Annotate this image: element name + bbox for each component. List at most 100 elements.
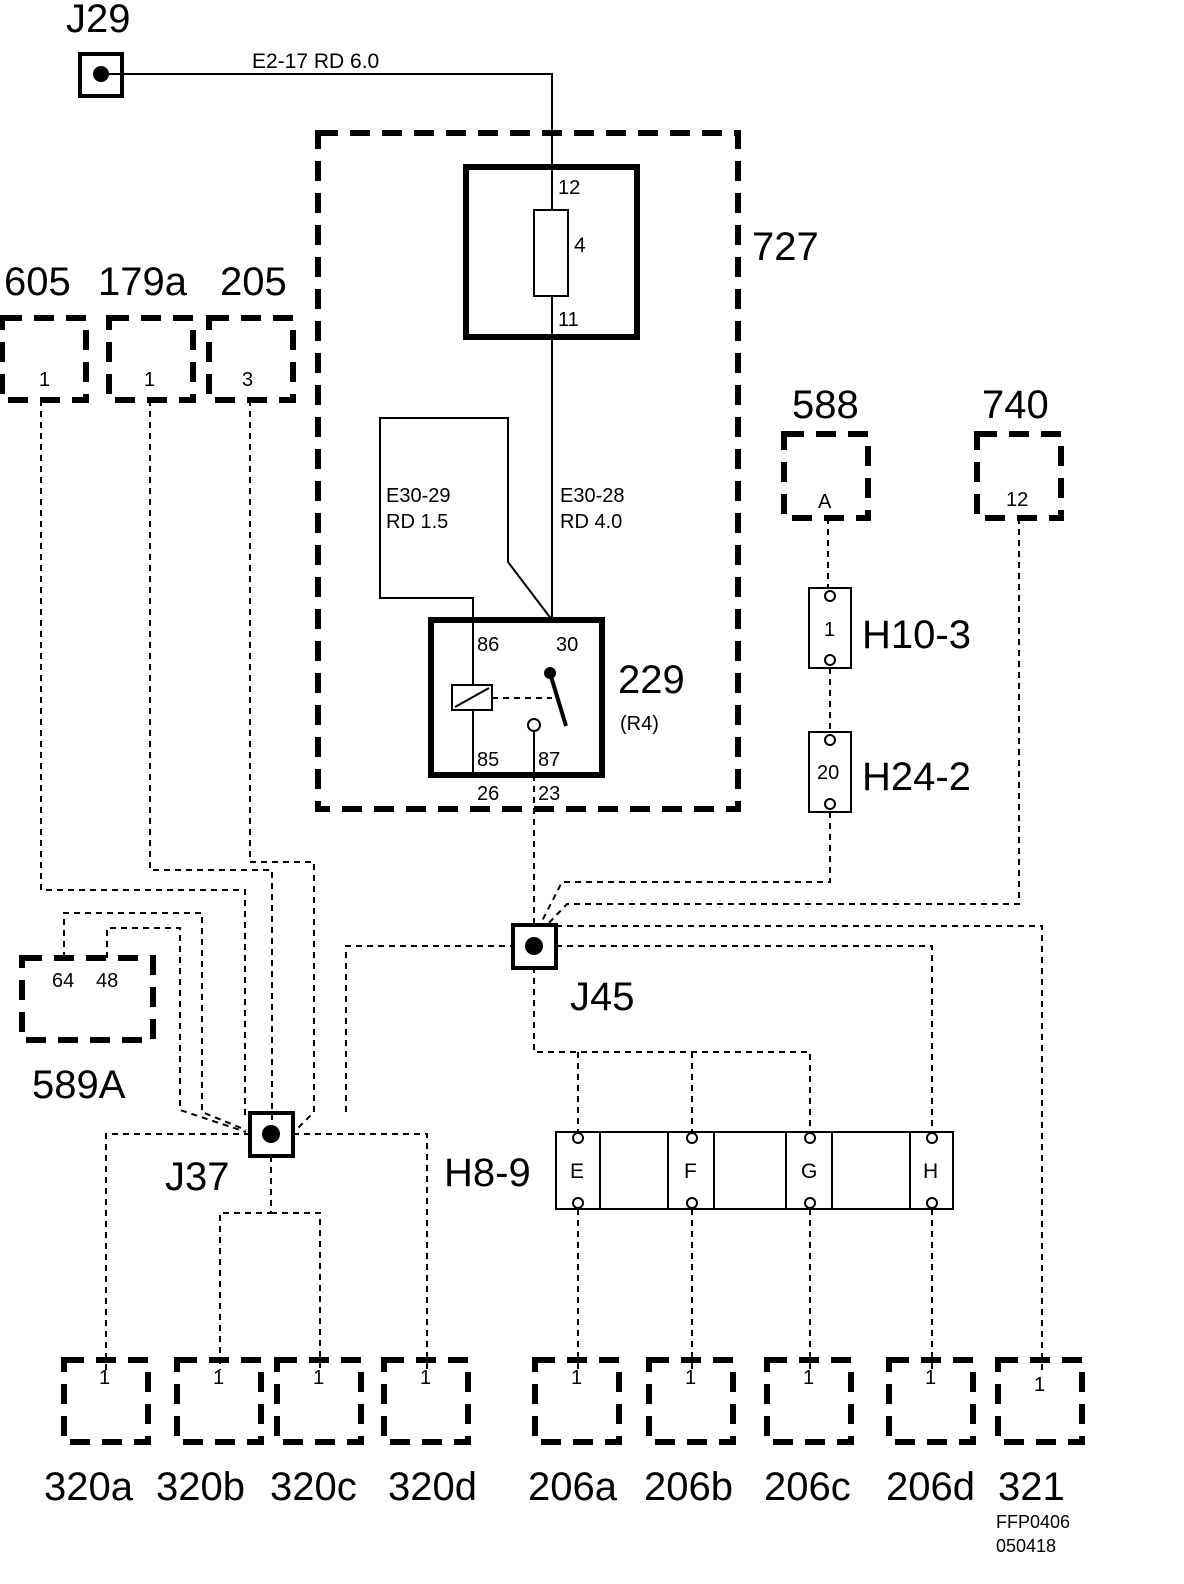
wire-j37-320d: [293, 1133, 428, 1370]
connector-320b: [174, 1357, 264, 1445]
h8-9-f-terminal-top: [686, 1132, 698, 1144]
wire-589a-48-j37: [106, 927, 247, 1133]
relay-switch-contact: [548, 672, 568, 727]
connector-205-pin: 3: [242, 369, 253, 391]
drawing-code: FFP0406: [996, 1512, 1070, 1532]
drawing-date: 050418: [996, 1536, 1056, 1556]
relay-229-sublabel: (R4): [620, 713, 659, 735]
wire-205-j37: [249, 400, 315, 1131]
connector-206c: [764, 1357, 854, 1445]
fuse-element: [533, 209, 569, 297]
module-727-box: [315, 130, 741, 812]
connector-320d-label: 320d: [388, 1465, 477, 1509]
connector-320c: [274, 1357, 364, 1445]
wire-h8-9-206: [577, 1209, 933, 1370]
h8-9-g-terminal-top: [804, 1132, 816, 1144]
h8-9-pin-g: G: [801, 1160, 817, 1183]
connector-179a-pin: 1: [144, 369, 155, 391]
connector-588: [781, 431, 871, 521]
wire-j45-j37: [345, 945, 514, 1112]
connector-588-label: 588: [792, 383, 859, 427]
j45-junction: [511, 923, 558, 970]
connector-205-label: 205: [220, 260, 287, 304]
relay-229-label: 229: [618, 658, 685, 702]
h8-9-e-terminal-top: [572, 1132, 584, 1144]
wire-e30-29-code: E30-29: [386, 485, 451, 507]
wire-740-j45: [546, 518, 1020, 926]
wire-e30-29: [379, 417, 553, 621]
connector-320a-label: 320a: [44, 1465, 134, 1509]
h10-3-terminal-top: [824, 590, 836, 602]
connector-605: [0, 315, 89, 403]
connector-206d: [886, 1357, 976, 1445]
connector-321-label: 321: [998, 1465, 1065, 1509]
wire-j37-320a: [105, 1133, 250, 1370]
relay-pin-26: 26: [477, 783, 499, 805]
wire-605-j37: [40, 400, 246, 1120]
connector-h10-3-label: H10-3: [862, 613, 971, 657]
connector-179a-label: 179a: [98, 260, 188, 304]
connector-h24-2-label: H24-2: [862, 755, 971, 799]
connector-321: [995, 1357, 1085, 1445]
h8-9-pin-f: F: [684, 1160, 697, 1183]
connector-605-pin: 1: [39, 369, 50, 391]
connector-320b-pin: 1: [213, 1367, 224, 1389]
connector-206a: [532, 1357, 622, 1445]
connector-589a-pin-64: 64: [52, 970, 74, 992]
j29-label: J29: [66, 0, 131, 41]
relay-229-box: [428, 617, 605, 778]
j37-label: J37: [165, 1155, 230, 1199]
connector-h8-9-dividers: [599, 1132, 911, 1209]
h24-2-terminal-bottom: [824, 798, 836, 810]
connector-320c-pin: 1: [313, 1367, 324, 1389]
connector-320d: [381, 1357, 471, 1445]
relay-coil-slash: [454, 687, 490, 708]
connector-589a: [19, 955, 156, 1043]
relay-pin-86: 86: [477, 634, 499, 656]
relay-contact-87: [527, 718, 541, 732]
connector-206b: [646, 1357, 736, 1445]
h24-2-terminal-top: [824, 734, 836, 746]
connector-589a-label: 589A: [32, 1063, 126, 1107]
connector-589a-pin-48: 48: [96, 970, 118, 992]
connector-588-pin: A: [818, 491, 832, 513]
wire-e30-28-code: E30-28: [560, 485, 625, 507]
wire-j45-h8-9-efg: [533, 967, 811, 1134]
relay-pin-30: 30: [556, 634, 578, 656]
h8-9-e-terminal-bottom: [572, 1197, 584, 1209]
module-727-label: 727: [752, 225, 819, 269]
connector-206d-label: 206d: [886, 1465, 975, 1509]
fuse-holder: [463, 164, 640, 340]
h8-9-g-terminal-bottom: [804, 1197, 816, 1209]
connector-321-pin: 1: [1034, 1374, 1045, 1396]
wire-e30-29-spec: RD 1.5: [386, 511, 448, 533]
h10-3-terminal-bottom: [824, 654, 836, 666]
h8-9-pin-e: E: [570, 1160, 584, 1183]
wire-179a-j37: [149, 400, 273, 1120]
fuse-pin-top: 12: [558, 177, 580, 199]
connector-h8-9-label: H8-9: [444, 1151, 531, 1195]
fuse-pin-bottom: 11: [558, 309, 579, 331]
connector-320a: [61, 1357, 151, 1445]
j45-label: J45: [570, 975, 635, 1019]
relay-pin-85: 85: [477, 749, 499, 771]
fuse-number: 4: [574, 234, 586, 257]
connector-206a-pin: 1: [571, 1367, 582, 1389]
connector-320b-label: 320b: [156, 1465, 245, 1509]
connector-206c-label: 206c: [764, 1465, 851, 1509]
connector-206a-label: 206a: [528, 1465, 618, 1509]
connector-h10-3-pin: 1: [824, 619, 835, 641]
connector-206b-label: 206b: [644, 1465, 733, 1509]
relay-pin-87: 87: [538, 749, 560, 771]
j45-dot: [525, 937, 543, 955]
j37-dot: [262, 1125, 280, 1143]
connector-740-label: 740: [982, 383, 1049, 427]
wire-e30-28-spec: RD 4.0: [560, 511, 622, 533]
wire-j37-320bc: [219, 1156, 321, 1370]
wire-j45-321: [556, 925, 1043, 1370]
h8-9-pin-h: H: [923, 1160, 938, 1183]
connector-206d-pin: 1: [925, 1367, 936, 1389]
wire-h24-2-j45: [539, 812, 831, 926]
connector-740-pin: 12: [1006, 489, 1028, 511]
